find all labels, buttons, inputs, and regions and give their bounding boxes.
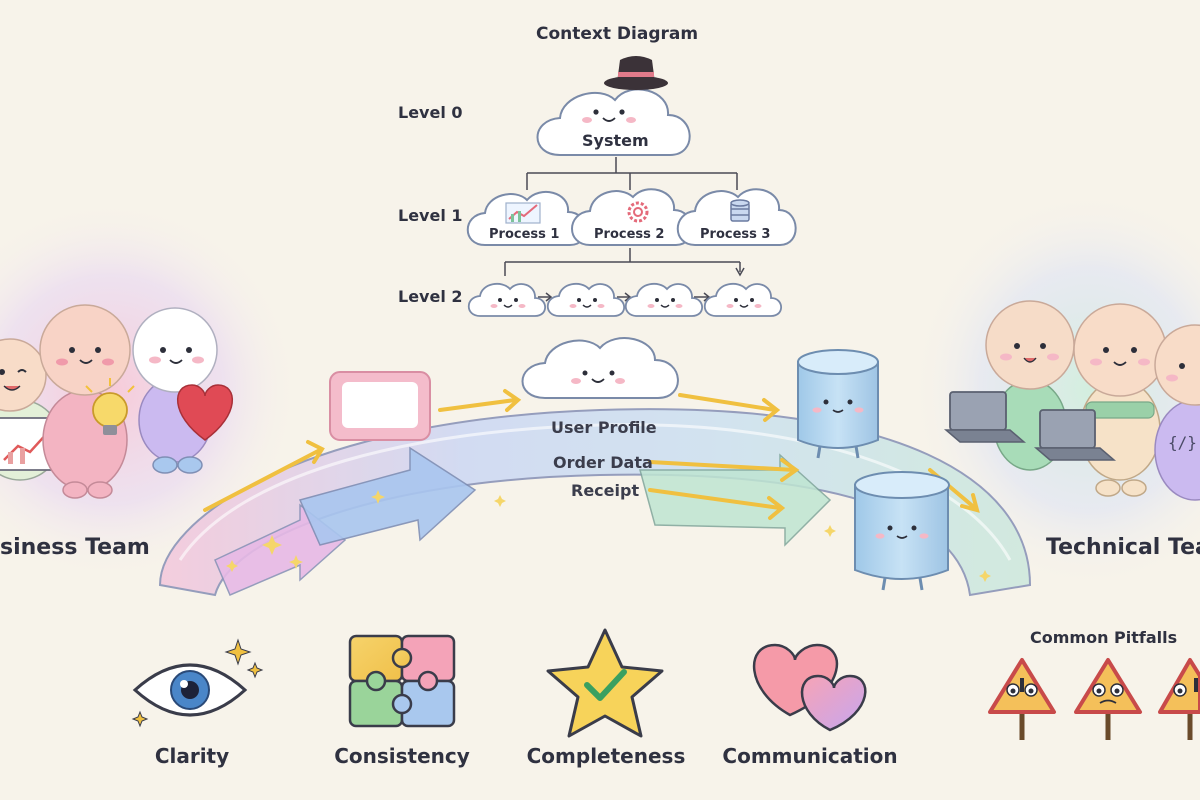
system-cloud (536, 88, 691, 156)
principle-consistency-label: Consistency (334, 744, 470, 768)
technical-team-label: Technical Tea (1046, 535, 1200, 560)
flow-label-order-data: Order Data (553, 453, 653, 472)
hat-icon (604, 56, 668, 90)
warning-sign-1 (988, 658, 1056, 740)
star-check-icon (546, 628, 664, 738)
mini-cloud-4 (703, 282, 783, 317)
sparkles (226, 490, 991, 582)
process-cloud-3 (676, 188, 797, 246)
warning-sign-2 (1074, 658, 1142, 740)
business-character-3 (132, 307, 233, 474)
data-store-cylinder-2 (854, 471, 950, 591)
tree-connectors (504, 157, 745, 302)
warning-sign-3 (1158, 658, 1200, 740)
system-node-label: System (582, 131, 649, 150)
pink-entity-box (329, 371, 431, 441)
principle-completeness-label: Completeness (526, 744, 686, 768)
svg-text:{/}: {/} (1168, 433, 1197, 452)
principle-clarity-label: Clarity (154, 744, 230, 768)
lightbulb-icon (85, 378, 135, 435)
mini-cloud-1 (467, 282, 547, 317)
laptop-icon (1033, 409, 1117, 461)
level-2-label: Level 2 (398, 287, 463, 306)
bridge-arrow-2 (298, 446, 477, 546)
flow-arrows (203, 389, 980, 520)
mini-cloud-3 (624, 282, 704, 317)
data-store-cylinder-1 (797, 349, 879, 459)
business-character-1 (0, 338, 63, 481)
business-character-2 (39, 304, 135, 499)
flow-label-user-profile: User Profile (551, 418, 657, 437)
principle-communication-label: Communication (722, 744, 898, 768)
mini-cloud-2 (546, 282, 626, 317)
process-3-label: Process 3 (700, 227, 771, 242)
level-0-label: Level 0 (398, 103, 463, 122)
chart-icon (505, 202, 541, 224)
pitfalls-title: Common Pitfalls (1030, 628, 1178, 647)
flow-label-receipt: Receipt (571, 481, 640, 500)
process-cloud-1 (466, 191, 587, 246)
hearts-icon (752, 643, 867, 732)
gear-icon (627, 201, 649, 223)
database-icon (730, 199, 750, 222)
laptop-icon (943, 391, 1027, 443)
center-cloud (521, 337, 679, 399)
business-team-label: siness Team (0, 535, 150, 560)
process-2-label: Process 2 (594, 227, 665, 242)
process-1-label: Process 1 (489, 227, 560, 242)
technical-character-2 (1033, 303, 1167, 497)
puzzle-icon (348, 634, 456, 728)
eye-icon (131, 638, 264, 728)
technical-character-3: {/} (1154, 324, 1200, 501)
level-1-label: Level 1 (398, 206, 463, 225)
heart-icon (177, 384, 233, 441)
diagram-title: Context Diagram (536, 24, 699, 44)
